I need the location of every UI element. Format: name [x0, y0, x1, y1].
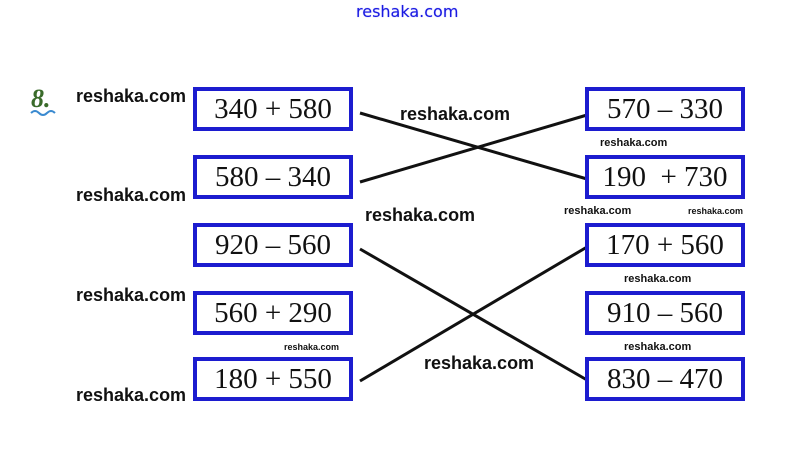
right-expression-2[interactable]: 190 + 730 — [585, 155, 745, 199]
watermark: reshaka.com — [624, 273, 692, 285]
task-number: 8. — [31, 84, 51, 113]
watermark: reshaka.com — [600, 137, 668, 149]
left-expression-3[interactable]: 920 – 560 — [193, 223, 353, 267]
watermark: reshaka.com — [688, 206, 744, 216]
watermark: reshaka.com — [76, 86, 187, 106]
watermark: reshaka.com — [76, 385, 187, 405]
watermark: reshaka.com — [365, 205, 476, 225]
match-line — [359, 113, 588, 184]
watermark: reshaka.com — [624, 341, 692, 353]
watermark: reshaka.com — [400, 104, 511, 124]
site-header[interactable]: reshaka.com — [356, 2, 459, 21]
left-expression-1[interactable]: 340 + 580 — [193, 87, 353, 131]
match-line — [359, 111, 588, 181]
right-expression-4[interactable]: 910 – 560 — [585, 291, 745, 335]
watermark: reshaka.com — [76, 285, 187, 305]
watermark: reshaka.com — [284, 342, 340, 352]
left-expression-2[interactable]: 580 – 340 — [193, 155, 353, 199]
left-expression-4[interactable]: 560 + 290 — [193, 291, 353, 335]
watermark: reshaka.com — [424, 353, 535, 373]
right-expression-5[interactable]: 830 – 470 — [585, 357, 745, 401]
match-line — [359, 245, 588, 383]
squiggle-underline — [30, 110, 56, 116]
watermark: reshaka.com — [564, 205, 632, 217]
right-expression-1[interactable]: 570 – 330 — [585, 87, 745, 131]
right-expression-3[interactable]: 170 + 560 — [585, 223, 745, 267]
watermark: reshaka.com — [76, 185, 187, 205]
left-expression-5[interactable]: 180 + 550 — [193, 357, 353, 401]
